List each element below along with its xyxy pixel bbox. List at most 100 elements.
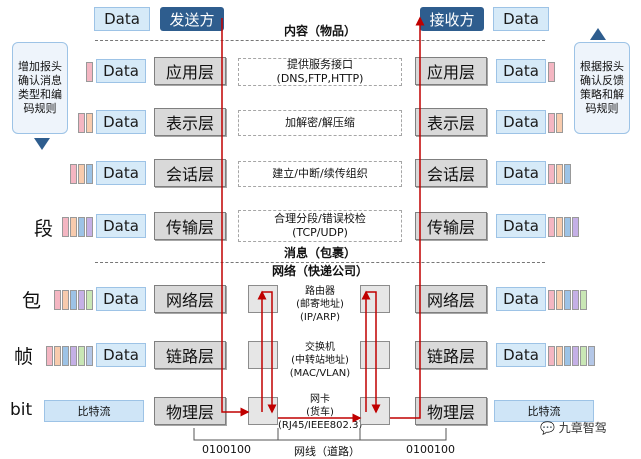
header-block <box>548 217 555 237</box>
header-block <box>548 62 555 82</box>
header-block <box>548 164 555 184</box>
data-app-left: Data <box>96 59 146 83</box>
header-block <box>70 290 77 310</box>
header-block <box>556 217 563 237</box>
cable-label: 网线（道路） <box>294 445 360 458</box>
watermark-text: 九章智驾 <box>558 421 607 435</box>
header-block <box>588 346 595 366</box>
header-block <box>564 164 571 184</box>
header-block <box>46 346 53 366</box>
header-block <box>556 346 563 366</box>
layer-application-right: 应用层 <box>415 57 487 85</box>
header-block <box>572 290 579 310</box>
header-block <box>78 290 85 310</box>
desc-presentation: 加解密/解压缩 <box>238 110 402 136</box>
divider-top <box>95 40 545 41</box>
top-data-right: Data <box>493 7 549 31</box>
sender-tag: 发送方 <box>160 7 224 31</box>
desc-link-line2: (中转站地址) <box>291 355 349 366</box>
desc-transport: 合理分段/错误校检 (TCP/UDP) <box>238 210 402 242</box>
wechat-icon: 💬 <box>540 421 555 435</box>
divider-mid <box>95 262 545 263</box>
header-block <box>78 217 85 237</box>
data-pres-left: Data <box>96 110 146 134</box>
up-arrow-right-icon <box>590 28 606 40</box>
bitstream-left: 比特流 <box>44 400 144 422</box>
row-label-bit: bit <box>10 400 33 420</box>
layer-session-left: 会话层 <box>154 159 226 187</box>
layer-transport-left: 传输层 <box>154 212 226 240</box>
header-block <box>62 217 69 237</box>
desc-session: 建立/中断/续传组织 <box>238 161 402 187</box>
desc-network: 路由器 (邮寄地址) (IP/ARP) <box>284 285 356 324</box>
header-block <box>86 62 93 82</box>
row-label-frame: 帧 <box>14 346 34 368</box>
section-content-title: 内容（物品） <box>283 24 356 38</box>
desc-physical: 网卡 (货车) (RJ45/IEEE802.3) <box>278 393 362 432</box>
layer-application-left: 应用层 <box>154 57 226 85</box>
row-label-packet: 包 <box>22 290 42 312</box>
desc-transport-line2: (TCP/UDP) <box>292 226 348 239</box>
header-block <box>548 113 555 133</box>
top-data-left: Data <box>94 7 150 31</box>
header-block <box>564 290 571 310</box>
layer-network-left: 网络层 <box>154 285 226 313</box>
header-block <box>78 113 85 133</box>
header-block <box>62 346 69 366</box>
data-link-left: Data <box>96 343 146 367</box>
layer-link-left: 链路层 <box>154 341 226 369</box>
layer-physical-left: 物理层 <box>154 397 226 425</box>
desc-session-line1: 建立/中断/续传组织 <box>272 167 368 180</box>
header-block <box>86 164 93 184</box>
receiver-tag: 接收方 <box>420 7 484 31</box>
header-block <box>572 346 579 366</box>
layer-presentation-right: 表示层 <box>415 108 487 136</box>
cable-bracket <box>193 428 447 441</box>
desc-application-line1: 提供服务接口 <box>287 58 353 71</box>
layer-physical-right: 物理层 <box>415 397 487 425</box>
layer-presentation-left: 表示层 <box>154 108 226 136</box>
switch-node-right <box>360 341 390 369</box>
desc-application: 提供服务接口 (DNS,FTP,HTTP) <box>238 58 402 86</box>
receiver-up-arrow <box>390 16 425 419</box>
header-block <box>564 346 571 366</box>
header-block <box>556 164 563 184</box>
header-block <box>70 164 77 184</box>
data-transport-right: Data <box>496 214 546 238</box>
layer-network-right: 网络层 <box>415 285 487 313</box>
data-network-right: Data <box>496 287 546 311</box>
bits-right: 0100100 <box>406 443 455 456</box>
layer-session-right: 会话层 <box>415 159 487 187</box>
data-app-right: Data <box>496 59 546 83</box>
data-network-left: Data <box>96 287 146 311</box>
desc-physical-line3: (RJ45/IEEE802.3) <box>278 420 363 431</box>
header-block <box>86 346 93 366</box>
data-transport-left: Data <box>96 214 146 238</box>
desc-network-line1: 路由器 <box>305 286 335 297</box>
data-link-right: Data <box>496 343 546 367</box>
header-block <box>556 113 563 133</box>
layer-transport-right: 传输层 <box>415 212 487 240</box>
switch-node-left <box>248 341 278 369</box>
header-block <box>70 346 77 366</box>
data-pres-right: Data <box>496 110 546 134</box>
bits-left: 0100100 <box>202 443 251 456</box>
desc-application-line2: (DNS,FTP,HTTP) <box>276 72 364 85</box>
desc-link: 交换机 (中转站地址) (MAC/VLAN) <box>284 341 356 380</box>
desc-presentation-line1: 加解密/解压缩 <box>285 116 355 129</box>
header-block <box>54 346 61 366</box>
header-block <box>62 290 69 310</box>
hop1-top <box>262 291 277 414</box>
data-session-left: Data <box>96 161 146 185</box>
header-block <box>86 290 93 310</box>
hop2-top <box>366 291 381 414</box>
layer-link-right: 链路层 <box>415 341 487 369</box>
header-block <box>572 217 579 237</box>
desc-transport-line1: 合理分段/错误校检 <box>274 212 366 225</box>
header-block <box>70 217 77 237</box>
header-block <box>564 217 571 237</box>
desc-physical-line1: 网卡 <box>310 394 330 405</box>
side-note-left: 增加报头确认消息类型和编码规则 <box>12 42 68 134</box>
desc-network-line2: (邮寄地址) <box>296 299 344 310</box>
